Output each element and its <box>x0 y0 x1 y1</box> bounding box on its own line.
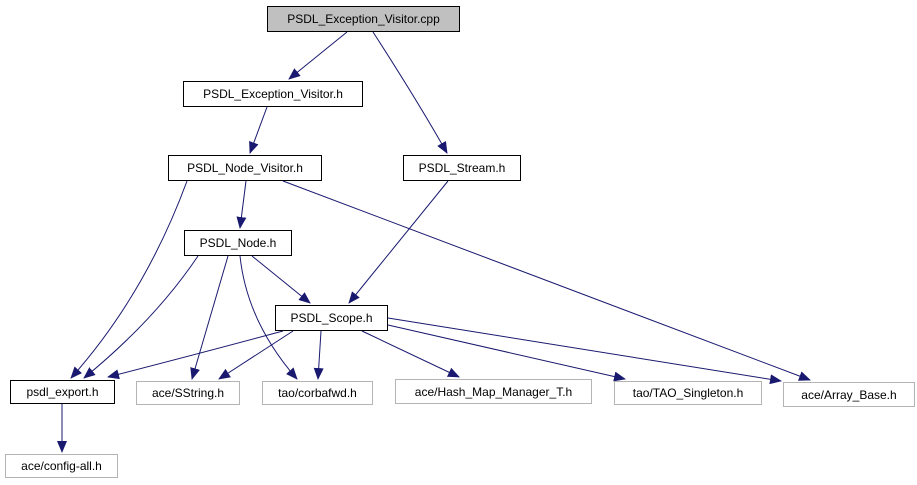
node-label: PSDL_Node_Visitor.h <box>187 161 303 175</box>
edge-psdl-exception-visitor-cpp-to-psdl-exception-visitor-h <box>288 31 348 80</box>
node-psdl-node-visitor-h[interactable]: PSDL_Node_Visitor.h <box>168 155 322 181</box>
node-label: ace/Hash_Map_Manager_T.h <box>414 384 573 399</box>
node-label: PSDL_Exception_Visitor.h <box>203 87 343 101</box>
edge-psdl-scope-h-to-psdl-export-h <box>107 330 284 380</box>
edge-psdl-node-visitor-h-to-ace-array-base-h <box>282 180 811 381</box>
edge-psdl-node-h-to-tao-corbafwd-h <box>239 255 298 380</box>
node-label: PSDL_Node.h <box>199 236 277 250</box>
edge-psdl-scope-h-to-tao-tao-singleton-h <box>387 324 626 382</box>
node-label: PSDL_Exception_Visitor.cpp <box>287 12 440 26</box>
node-label: ace/Array_Base.h <box>801 387 897 402</box>
node-label: tao/corbafwd.h <box>278 386 357 400</box>
edge-psdl-scope-h-to-tao-corbafwd-h <box>313 330 324 380</box>
edge-psdl-scope-h-to-ace-array-base-h <box>387 317 782 385</box>
edge-psdl-node-h-to-psdl-export-h <box>83 255 199 379</box>
edge-psdl-node-visitor-h-to-psdl-node-h <box>236 180 247 229</box>
node-ace-sstring-h: ace/SString.h <box>136 381 240 405</box>
node-ace-hash-map-manager-t-h: ace/Hash_Map_Manager_T.h <box>395 379 592 404</box>
node-label: tao/TAO_Singleton.h <box>632 386 744 400</box>
edge-psdl-node-visitor-h-to-psdl-export-h <box>70 180 188 379</box>
edge-psdl-exception-visitor-cpp-to-psdl-stream-h <box>372 31 448 154</box>
edge-psdl-node-h-to-psdl-scope-h <box>251 255 311 304</box>
node-ace-array-base-h: ace/Array_Base.h <box>783 382 915 407</box>
node-label: PSDL_Stream.h <box>418 161 506 175</box>
node-label: psdl_export.h <box>26 385 99 399</box>
node-label: PSDL_Scope.h <box>290 311 373 325</box>
node-tao-corbafwd-h: tao/corbafwd.h <box>262 381 373 405</box>
node-ace-config-all-h: ace/config-all.h <box>5 454 118 478</box>
node-tao-tao-singleton-h: tao/TAO_Singleton.h <box>614 381 762 405</box>
node-psdl-exception-visitor-h[interactable]: PSDL_Exception_Visitor.h <box>183 81 363 107</box>
edge-psdl-stream-h-to-psdl-scope-h <box>348 180 449 304</box>
node-psdl-exception-visitor-cpp: PSDL_Exception_Visitor.cpp <box>267 6 460 32</box>
node-psdl-node-h[interactable]: PSDL_Node.h <box>184 230 292 256</box>
node-label: ace/config-all.h <box>21 459 102 473</box>
edge-psdl-scope-h-to-ace-hash-map-manager-t-h <box>361 330 460 378</box>
node-psdl-stream-h[interactable]: PSDL_Stream.h <box>403 155 521 181</box>
edge-psdl-node-h-to-ace-sstring-h <box>190 255 229 380</box>
node-psdl-scope-h[interactable]: PSDL_Scope.h <box>275 305 388 331</box>
node-psdl-export-h[interactable]: psdl_export.h <box>10 380 115 404</box>
node-label: ace/SString.h <box>151 386 225 400</box>
edge-psdl-scope-h-to-ace-sstring-h <box>218 330 294 380</box>
edge-psdl-exception-visitor-h-to-psdl-node-visitor-h <box>249 106 268 154</box>
